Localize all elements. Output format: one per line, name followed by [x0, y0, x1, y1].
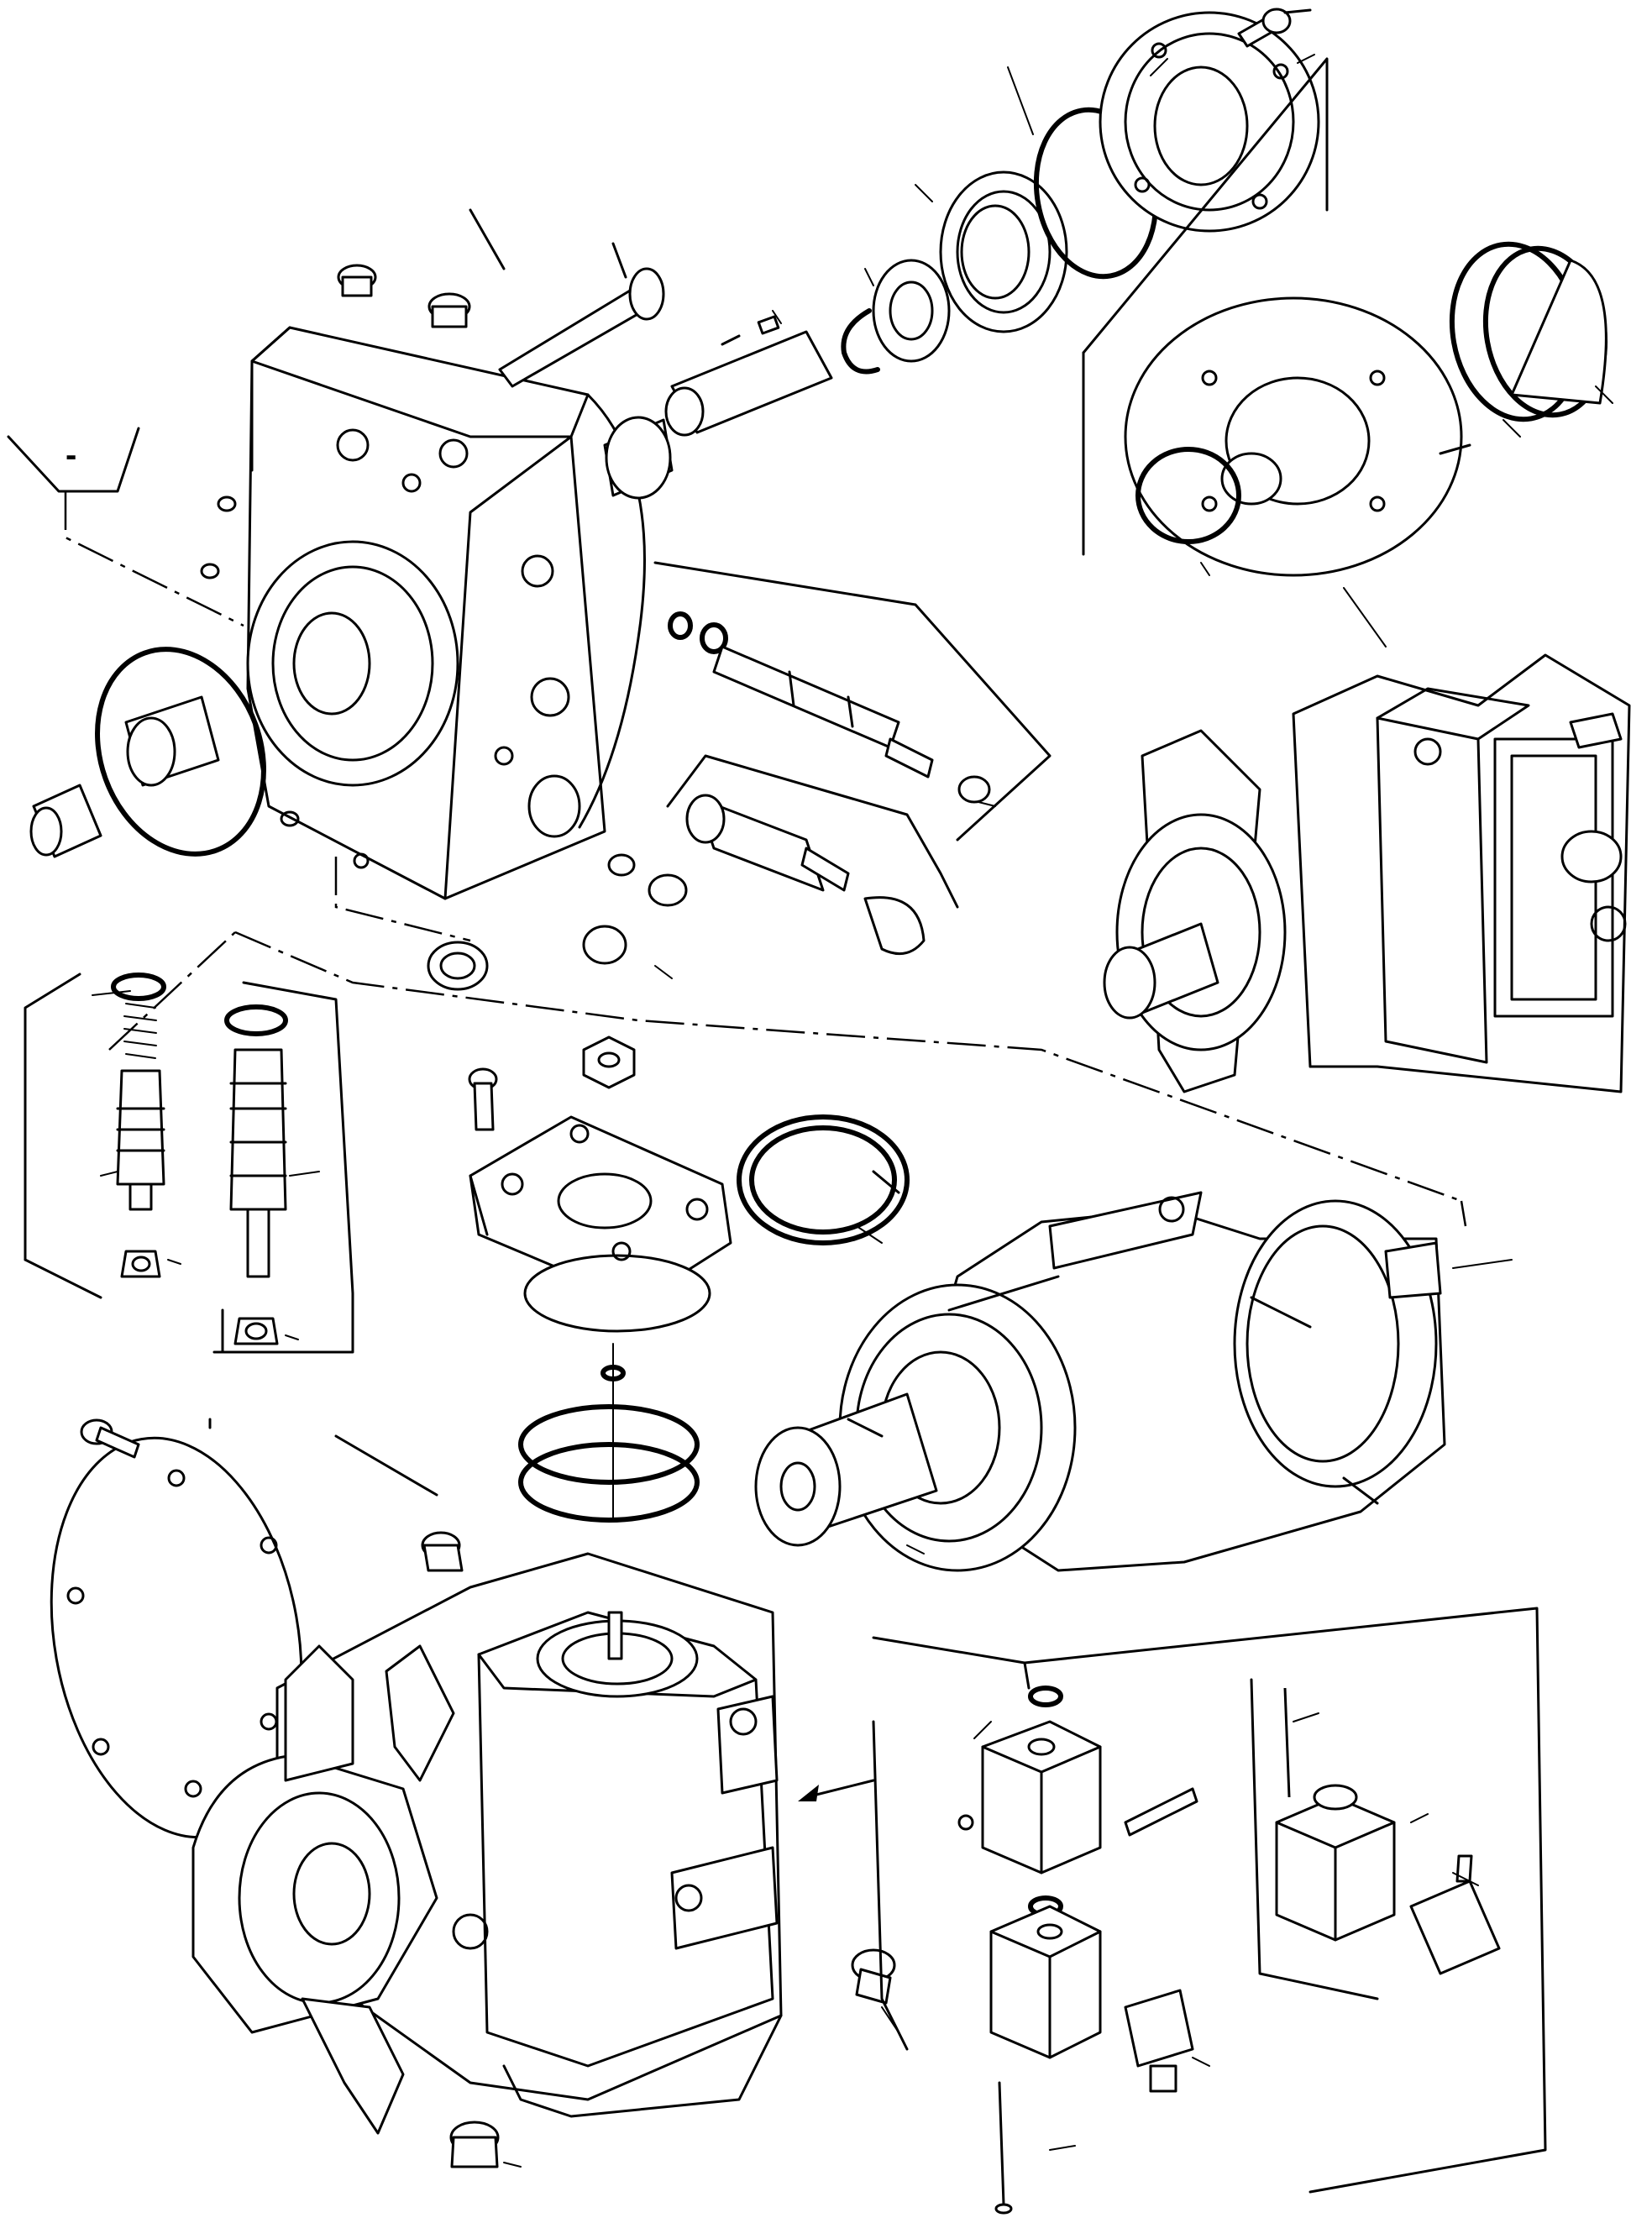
solenoid-valve-block — [957, 1686, 1198, 1917]
spline-coupling — [872, 259, 951, 363]
hex-nut-center — [582, 1035, 636, 1089]
rotating-group — [754, 1191, 1446, 1572]
cap-screw-long — [498, 242, 665, 388]
alt-flange-assembly — [1082, 57, 1608, 577]
solenoid-coil-a — [989, 1905, 1194, 2215]
plug-bottom-body — [449, 2121, 500, 2168]
adapter-flange — [469, 1115, 732, 1333]
callout-label: - — [66, 437, 76, 474]
seal-ring-left — [29, 647, 266, 858]
pump-housing — [246, 326, 646, 900]
control-spool — [653, 561, 1052, 841]
drive-shaft-assembly — [603, 315, 833, 500]
bearing-ring — [939, 170, 1068, 333]
flange-cover-top — [1099, 11, 1320, 233]
oring-stack — [518, 1343, 700, 1523]
end-cover-plate — [50, 1418, 303, 1839]
leader-lines — [92, 54, 1613, 2168]
housing-bottom-plugs — [200, 495, 688, 991]
check-valve-a — [111, 973, 166, 1278]
snap-ring-small — [841, 308, 880, 375]
pump-assembled-view — [1103, 653, 1631, 1093]
solenoid-coil-b — [1275, 1687, 1501, 1975]
reference-callout: - — [7, 427, 244, 627]
main-pump-body — [191, 1434, 783, 2135]
screw-center — [468, 1067, 498, 1131]
cap-screw-top — [1237, 8, 1312, 48]
relief-valve-cartridge — [666, 754, 959, 956]
plug-bottom-mid — [421, 1531, 464, 1572]
screw-cover — [80, 1418, 140, 1459]
arrow-pointer — [798, 1779, 875, 1801]
plug-right-body — [851, 1948, 896, 2005]
housing-top-plugs — [337, 208, 506, 328]
check-valve-b — [224, 1004, 288, 1345]
snap-ring-large — [737, 1114, 910, 1245]
valve-parts-bracket — [24, 973, 354, 1354]
